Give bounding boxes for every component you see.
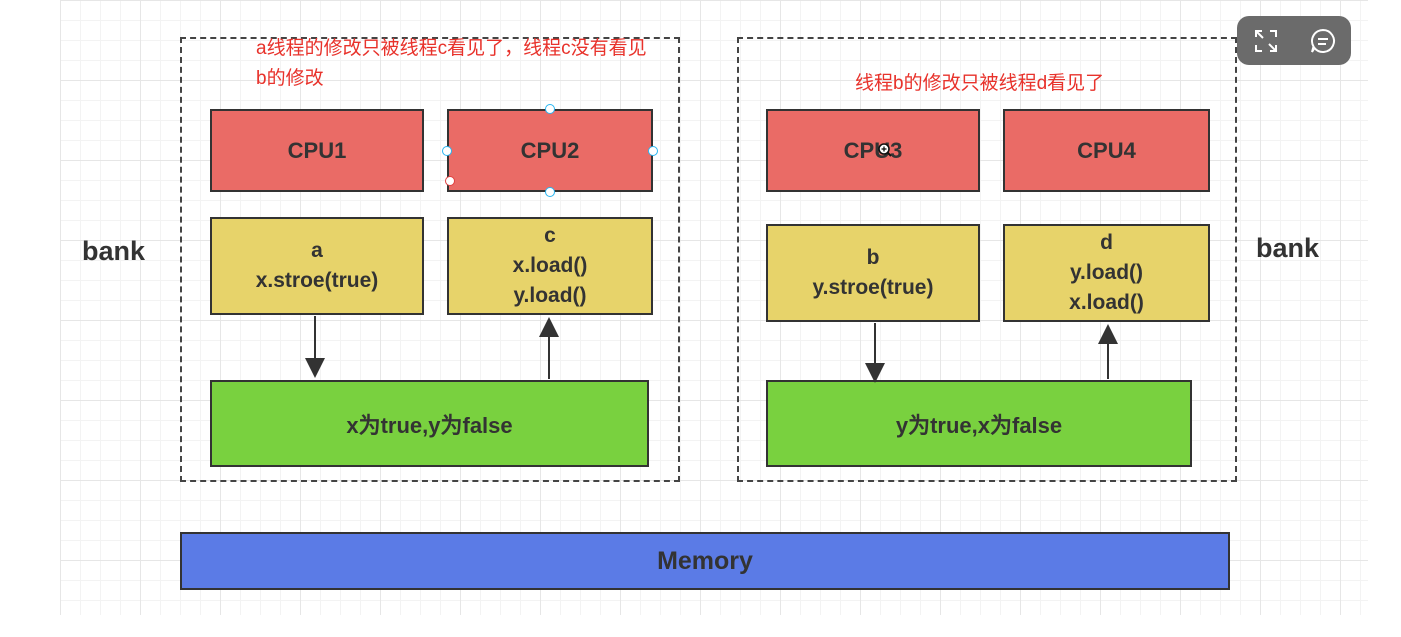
cache-a-box[interactable]: a x.stroe(true) bbox=[210, 217, 424, 315]
cache-c-name: c bbox=[544, 224, 556, 247]
cache-b-box[interactable]: b y.stroe(true) bbox=[766, 224, 980, 322]
bank-label-right: bank bbox=[1256, 233, 1320, 263]
main-memory-box[interactable]: Memory bbox=[180, 532, 1230, 590]
note-right: 线程b的修改只被线程d看见了 bbox=[855, 73, 1105, 94]
cache-d-box[interactable]: d y.load() x.load() bbox=[1003, 224, 1210, 322]
cpu2-label: CPU2 bbox=[520, 137, 580, 163]
resize-handle-bottom[interactable] bbox=[545, 187, 555, 197]
cache-b-line1: y.stroe(true) bbox=[812, 276, 934, 299]
zoom-cursor-icon bbox=[878, 143, 892, 157]
bank-memory-right[interactable]: y为true,x为false bbox=[766, 380, 1192, 467]
fullscreen-icon bbox=[1254, 29, 1277, 52]
bank-memory-left-label: x为true,y为false bbox=[346, 412, 513, 438]
main-memory-label: Memory bbox=[657, 546, 753, 575]
cpu1-box[interactable]: CPU1 bbox=[210, 109, 424, 192]
note-left-line2: b的修改 bbox=[256, 68, 324, 89]
bank-memory-right-label: y为true,x为false bbox=[895, 412, 1063, 438]
note-left-line1: a线程的修改只被线程c看见了，线程c没有看见 bbox=[256, 38, 647, 59]
cache-a-name: a bbox=[311, 239, 323, 262]
cache-d-line2: x.load() bbox=[1069, 291, 1144, 314]
cpu4-label: CPU4 bbox=[1077, 137, 1136, 163]
cache-b-name: b bbox=[866, 246, 880, 269]
bank-region-left bbox=[180, 37, 680, 482]
comment-button[interactable] bbox=[1303, 21, 1343, 61]
cpu3-label: CPU3 bbox=[843, 137, 903, 163]
cache-c-line1: x.load() bbox=[512, 254, 588, 277]
bank-region-right bbox=[737, 37, 1237, 482]
cpu4-box[interactable]: CPU4 bbox=[1003, 109, 1210, 192]
bank-label-left: bank bbox=[82, 236, 146, 266]
resize-handle-right[interactable] bbox=[648, 146, 658, 156]
cache-a-line1: x.stroe(true) bbox=[255, 269, 379, 292]
cache-c-line2: y.load() bbox=[513, 284, 587, 307]
cpu2-box[interactable]: CPU2 bbox=[447, 109, 653, 192]
fullscreen-button[interactable] bbox=[1246, 21, 1286, 61]
resize-handle-left[interactable] bbox=[442, 146, 452, 156]
floating-toolbar bbox=[1237, 16, 1351, 65]
cpu3-box[interactable]: CPU3 bbox=[766, 109, 980, 192]
cpu1-label: CPU1 bbox=[287, 137, 347, 163]
resize-handle-top[interactable] bbox=[545, 104, 555, 114]
cache-d-line1: y.load() bbox=[1069, 261, 1144, 284]
connection-point[interactable] bbox=[445, 176, 455, 186]
cache-c-box[interactable]: c x.load() y.load() bbox=[447, 217, 653, 315]
comment-icon bbox=[1310, 28, 1335, 53]
note-left: a线程的修改只被线程c看见了，线程c没有看见 b的修改 bbox=[256, 34, 686, 94]
cache-d-name: d bbox=[1100, 231, 1113, 254]
bank-memory-left[interactable]: x为true,y为false bbox=[210, 380, 649, 467]
